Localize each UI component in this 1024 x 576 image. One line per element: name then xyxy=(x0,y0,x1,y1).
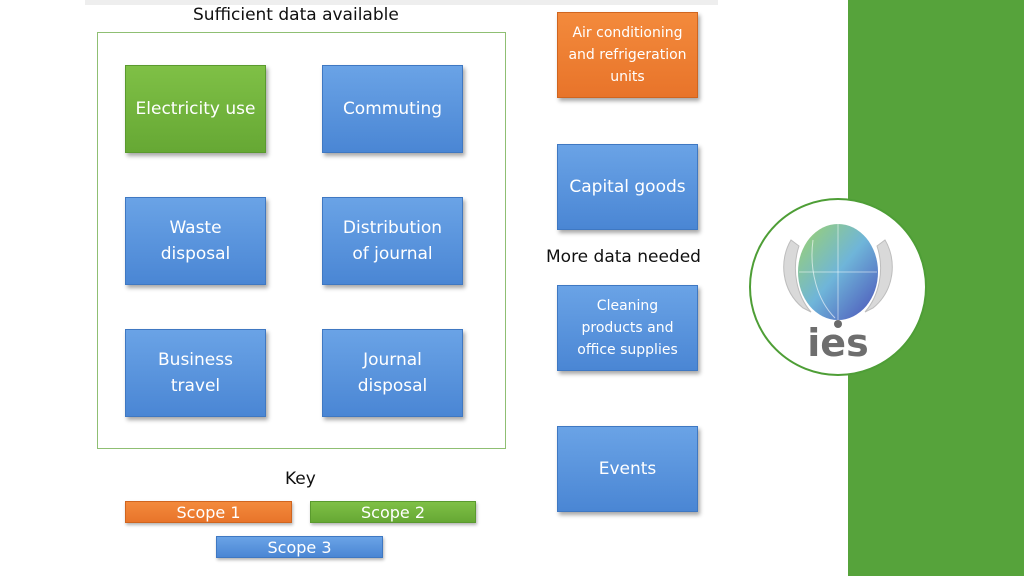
key-scope-2: Scope 2 xyxy=(310,501,476,523)
key-title: Key xyxy=(285,469,316,489)
box-events[interactable]: Events xyxy=(557,426,698,512)
box-commuting[interactable]: Commuting xyxy=(322,65,463,153)
logo-text: ies xyxy=(807,321,868,365)
box-cleaning-products[interactable]: Cleaning products and office supplies xyxy=(557,285,698,371)
box-waste-disposal[interactable]: Waste disposal xyxy=(125,197,266,285)
box-air-conditioning[interactable]: Air conditioning and refrigeration units xyxy=(557,12,698,98)
box-business-travel[interactable]: Business travel xyxy=(125,329,266,417)
key-scope-1: Scope 1 xyxy=(125,501,292,523)
sufficient-data-title: Sufficient data available xyxy=(193,5,399,25)
box-distribution-of-journal[interactable]: Distribution of journal xyxy=(322,197,463,285)
box-capital-goods[interactable]: Capital goods xyxy=(557,144,698,230)
key-scope-3: Scope 3 xyxy=(216,536,383,558)
top-bar xyxy=(85,0,718,5)
sufficient-data-frame xyxy=(97,32,506,449)
ies-logo: ies xyxy=(749,198,927,376)
box-journal-disposal[interactable]: Journal disposal xyxy=(322,329,463,417)
box-electricity-use[interactable]: Electricity use xyxy=(125,65,266,153)
globe-hands-icon: ies xyxy=(783,224,893,365)
more-data-needed-label: More data needed xyxy=(546,247,701,267)
